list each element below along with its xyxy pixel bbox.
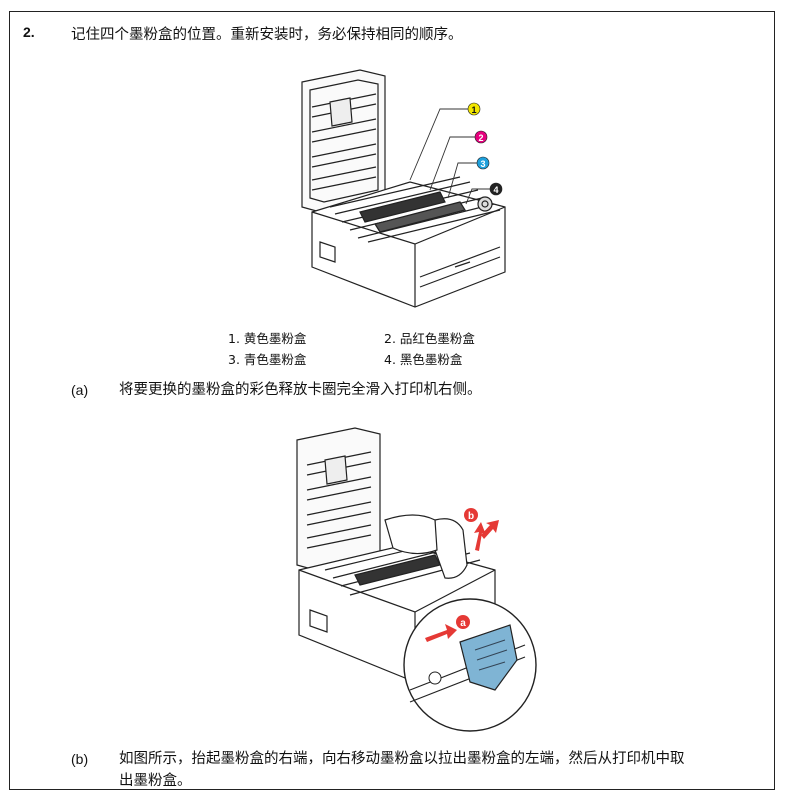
legend-item-magenta: 2. 品红色墨粉盒 bbox=[384, 331, 475, 346]
step-instruction: 记住四个墨粉盒的位置。重新安装时，务必保持相同的顺序。 bbox=[71, 27, 463, 43]
substep-b-text: 如图所示，抬起墨粉盒的右端，向右移动墨粉盒以拉出墨粉盒的左端，然后从打印机中取 … bbox=[119, 748, 769, 792]
step-number: 2. bbox=[23, 24, 35, 40]
callout-4: 4 bbox=[489, 182, 503, 196]
svg-text:3: 3 bbox=[480, 159, 485, 169]
callout-2: 2 bbox=[474, 130, 488, 144]
printer-figure-toner-positions: 1 2 3 4 bbox=[301, 69, 506, 308]
svg-text:a: a bbox=[460, 618, 466, 629]
legend-item-black: 4. 黑色墨粉盒 bbox=[384, 352, 463, 367]
callout-b: b bbox=[464, 508, 478, 522]
svg-text:b: b bbox=[468, 511, 474, 522]
svg-text:1: 1 bbox=[471, 105, 476, 115]
svg-text:4: 4 bbox=[493, 185, 498, 195]
legend-item-yellow: 1. 黄色墨粉盒 bbox=[228, 331, 307, 346]
callout-3: 3 bbox=[476, 156, 490, 170]
svg-text:2: 2 bbox=[478, 133, 483, 143]
callout-a: a bbox=[456, 615, 470, 629]
arrow-b-up bbox=[474, 522, 486, 551]
arrow-a bbox=[425, 624, 457, 642]
arrow-b-right bbox=[481, 520, 499, 539]
legend-item-cyan: 3. 青色墨粉盒 bbox=[228, 352, 307, 367]
substep-b-text-line2: 出墨粉盒。 bbox=[119, 773, 192, 789]
page-frame bbox=[9, 11, 775, 790]
substep-b-label: (b) bbox=[71, 751, 89, 767]
substep-a-text: 将要更换的墨粉盒的彩色释放卡圈完全滑入打印机右侧。 bbox=[119, 382, 482, 398]
substep-a-label: (a) bbox=[71, 382, 89, 398]
substep-b-text-line1: 如图所示，抬起墨粉盒的右端，向右移动墨粉盒以拉出墨粉盒的左端，然后从打印机中取 bbox=[119, 751, 685, 767]
callout-1: 1 bbox=[467, 102, 481, 116]
magnified-inset bbox=[403, 598, 537, 732]
printer-figure-toner-removal: a b bbox=[296, 427, 537, 732]
